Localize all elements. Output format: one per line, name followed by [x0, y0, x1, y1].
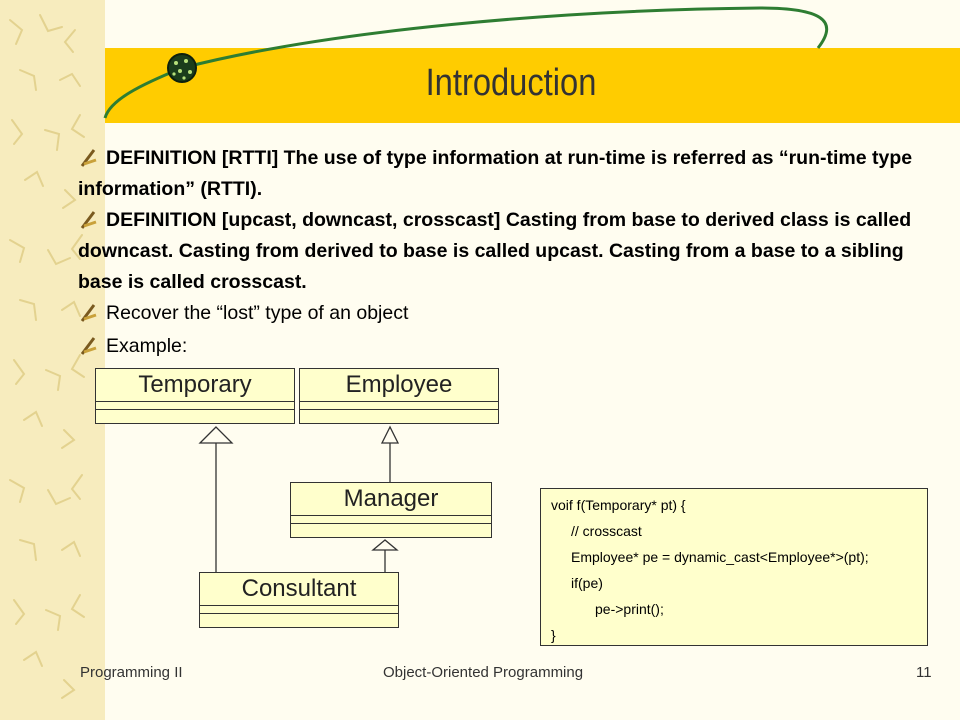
title-bar	[105, 48, 960, 123]
code-line: if(pe)	[571, 575, 603, 591]
class-box-employee: Employee	[299, 368, 499, 424]
class-name: Temporary	[138, 371, 252, 398]
class-box-consultant: Consultant	[199, 572, 399, 628]
bullet-icon	[80, 304, 97, 322]
code-line: pe->print();	[595, 601, 664, 617]
swoosh-decoration	[103, 6, 829, 119]
code-line: voif f(Temporary* pt) {	[551, 497, 686, 513]
code-box: voif f(Temporary* pt) { // crosscast Emp…	[540, 488, 928, 646]
bullet-icon	[80, 211, 97, 229]
code-line: }	[551, 627, 556, 643]
bullet-cast-definition: DEFINITION [upcast, downcast, crosscast]…	[78, 209, 912, 293]
class-box-manager: Manager	[290, 482, 492, 538]
left-decorative-strip	[0, 0, 105, 720]
pattern-graphic	[9, 14, 85, 699]
bullet-recover-type: Recover the “lost” type of an object	[106, 302, 409, 324]
class-name: Employee	[345, 371, 453, 398]
class-name: Consultant	[241, 575, 357, 602]
slide-title: Introduction	[425, 62, 597, 104]
code-line: Employee* pe = dynamic_cast<Employee*>(p…	[571, 549, 869, 565]
class-name: Manager	[343, 485, 439, 512]
bullet-example: Example:	[106, 335, 188, 357]
page-number: 11	[916, 664, 932, 681]
footer-subject: Object-Oriented Programming	[383, 664, 584, 681]
bullet-icon	[80, 337, 97, 355]
bullet-rtti-definition: DEFINITION [RTTI] The use of type inform…	[78, 147, 913, 200]
class-box-temporary: Temporary	[95, 368, 295, 424]
code-line: // crosscast	[571, 523, 642, 539]
swoosh-curve	[181, 6, 829, 70]
bullet-icon	[80, 149, 97, 167]
footer-course: Programming II	[80, 664, 183, 681]
